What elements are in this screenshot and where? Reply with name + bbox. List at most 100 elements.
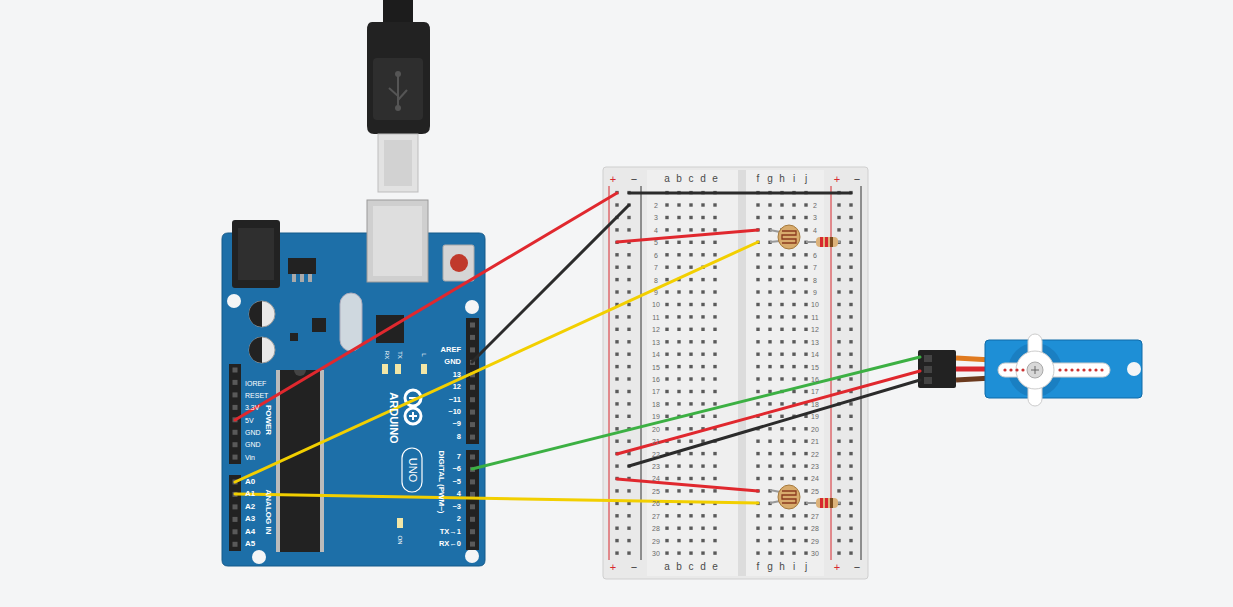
breadboard-holes-part — [804, 303, 807, 306]
row-number: 16 — [652, 376, 660, 383]
breadboard-holes-part — [804, 328, 807, 331]
jumper-wires-part — [472, 357, 920, 469]
breadboard-holes-part — [837, 216, 840, 219]
column-letter: d — [700, 562, 706, 572]
breadboard-holes-part — [849, 266, 852, 269]
column-letter: d — [700, 174, 706, 184]
breadboard-holes-part — [701, 452, 704, 455]
breadboard-holes-part — [768, 377, 771, 380]
arduino-board-part — [290, 333, 298, 341]
breadboard-holes-part — [701, 365, 704, 368]
breadboard-holes-part — [849, 551, 852, 554]
breadboard-holes-part — [768, 290, 771, 293]
breadboard-holes-part — [756, 464, 759, 467]
row-number: 10 — [811, 301, 819, 308]
breadboard-holes-part — [837, 315, 840, 318]
header-holes-part — [233, 517, 238, 522]
arduino-board-part — [465, 549, 479, 563]
breadboard-holes-part — [792, 365, 795, 368]
breadboard-holes-part — [756, 266, 759, 269]
breadboard-holes-part — [837, 452, 840, 455]
breadboard-holes-part — [689, 452, 692, 455]
jumper-wires-part — [235, 242, 758, 482]
breadboard-holes-part — [756, 402, 759, 405]
header-holes-part — [470, 435, 475, 440]
row-number: 20 — [811, 425, 819, 432]
breadboard-holes-part — [677, 253, 680, 256]
breadboard-holes-part — [701, 241, 704, 244]
arduino-board-part — [450, 254, 468, 272]
row-number: 24 — [811, 475, 819, 482]
breadboard-holes-part — [804, 427, 807, 430]
breadboard-holes-part — [665, 203, 668, 206]
led-label: RX — [384, 351, 390, 359]
breadboard-holes-part — [615, 365, 618, 368]
breadboard-holes-part — [713, 527, 716, 530]
pin-label: 13 — [453, 371, 461, 379]
header-holes-part — [470, 323, 475, 328]
arduino-board-part — [405, 408, 421, 424]
board-logo-text: ARDUINO — [388, 392, 399, 443]
breadboard-holes-part — [677, 377, 680, 380]
breadboard-holes-part — [804, 353, 807, 356]
usb-cable-part — [397, 72, 399, 106]
row-number: 23 — [811, 463, 819, 470]
breadboard-holes-part — [768, 365, 771, 368]
breadboard-holes-part — [677, 514, 680, 517]
pin-label: 12 — [453, 383, 461, 391]
breadboard-holes-part — [756, 390, 759, 393]
arduino-board-part — [249, 337, 275, 363]
row-number: 8 — [654, 276, 658, 283]
arduino-board-part — [340, 293, 362, 351]
breadboard-holes-part — [756, 452, 759, 455]
breadboard-holes-part — [615, 502, 618, 505]
pin-label: ~6 — [452, 465, 461, 473]
breadboard-holes-part — [792, 340, 795, 343]
servo-motor-part — [924, 366, 932, 373]
breadboard-holes-part — [689, 328, 692, 331]
servo-motor-part-part — [1009, 368, 1012, 371]
breadboard-holes-part — [792, 315, 795, 318]
breadboard-holes-part — [677, 390, 680, 393]
breadboard-holes-part — [768, 303, 771, 306]
breadboard-holes-part — [849, 489, 852, 492]
breadboard-holes-part — [713, 253, 716, 256]
breadboard-holes-part — [804, 365, 807, 368]
jumper-wires-part — [235, 494, 758, 503]
breadboard-holes-part — [849, 365, 852, 368]
pin-label: 5V — [245, 417, 254, 424]
breadboard-holes-part — [756, 527, 759, 530]
breadboard-holes-part — [780, 527, 783, 530]
arduino-board-part — [367, 200, 428, 282]
breadboard-holes-part — [792, 303, 795, 306]
breadboard-holes-part — [689, 315, 692, 318]
breadboard-holes-part — [701, 539, 704, 542]
servo-motor-part — [1027, 362, 1043, 378]
servo-motor-part-part — [1058, 368, 1061, 371]
arduino-board-part — [249, 301, 275, 327]
breadboard-holes-part — [849, 241, 852, 244]
servo-motor-part — [1008, 343, 1062, 397]
column-letter: e — [712, 562, 718, 572]
servo-motor-part-part — [1070, 368, 1073, 371]
rail-sign: − — [631, 174, 637, 185]
row-number: 13 — [652, 338, 660, 345]
breadboard-part — [647, 170, 738, 576]
breadboard-holes-part — [837, 427, 840, 430]
breadboard-holes-part — [837, 203, 840, 206]
breadboard-holes-part — [849, 514, 852, 517]
breadboard-holes-part — [689, 365, 692, 368]
breadboard-holes-part — [665, 266, 668, 269]
breadboard-holes-part — [837, 527, 840, 530]
breadboard-holes-part — [713, 216, 716, 219]
row-number: 3 — [654, 214, 658, 221]
breadboard-holes-part — [689, 464, 692, 467]
header-holes-part — [470, 479, 475, 484]
servo-motor-part-part — [1094, 368, 1097, 371]
breadboard-holes-part — [665, 328, 668, 331]
arduino-board-part — [402, 448, 422, 492]
breadboard-holes-part — [701, 377, 704, 380]
row-number: 12 — [811, 326, 819, 333]
arduino-board-part — [443, 245, 474, 281]
breadboard-holes-part — [792, 514, 795, 517]
